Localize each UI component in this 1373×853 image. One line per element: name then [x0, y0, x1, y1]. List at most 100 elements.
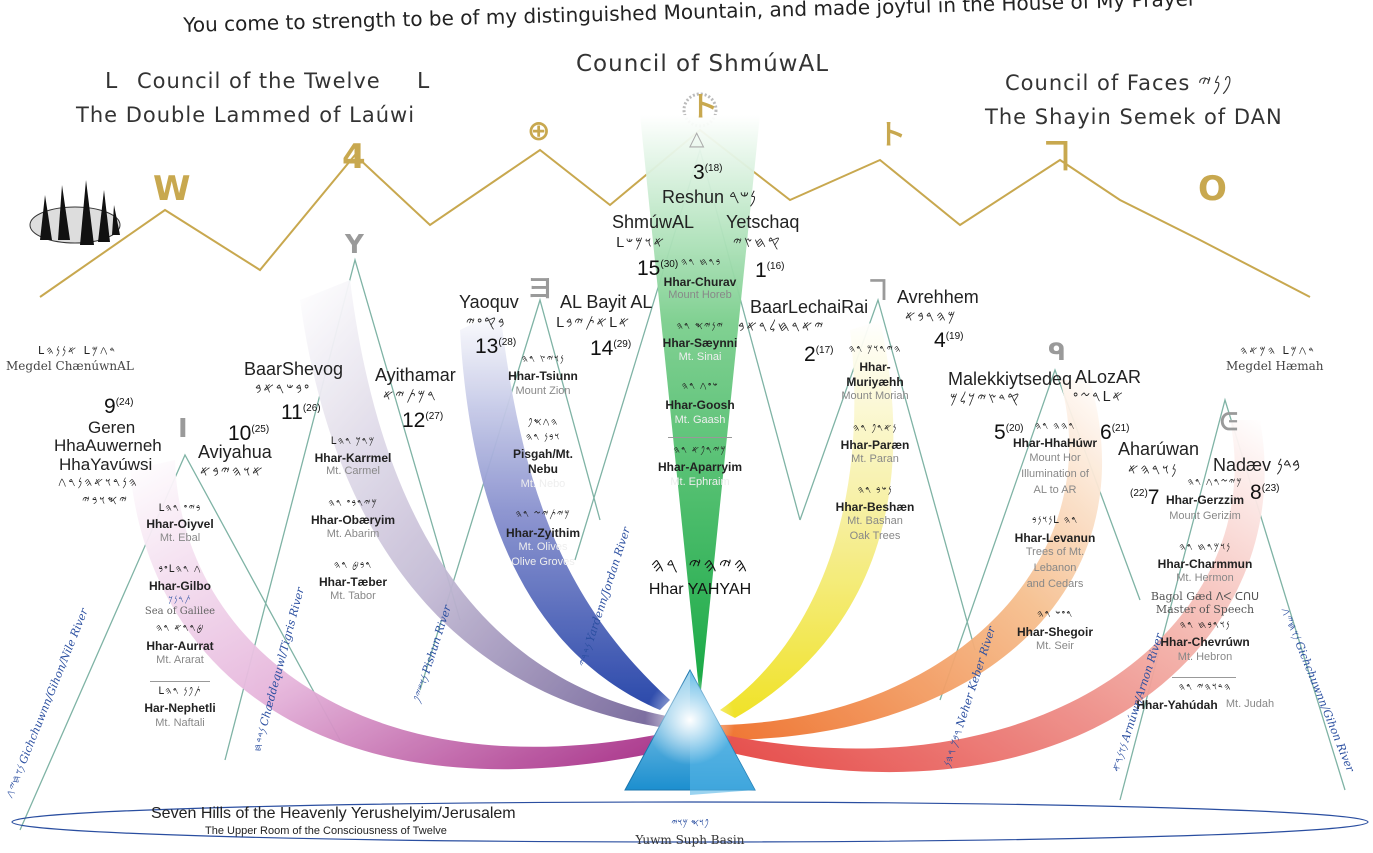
obaeryim-mt: Mt. Abarim	[326, 528, 380, 540]
heading-left-1: Council of the Twelve	[137, 69, 381, 93]
saeynni-mt: Mt. Sinai	[678, 351, 722, 363]
galilee-pal: 𐤕𐤓𐤍𐤊	[168, 594, 192, 604]
taeber-mt: Mt. Tabor	[330, 590, 376, 602]
albayit-number: 14(29)	[590, 337, 632, 360]
nephetli-pal: ᒪ𐤕𐤐𐤍 𐤓𐤄	[158, 686, 202, 697]
lavender-hill-glyph: Y	[345, 230, 364, 260]
baarlechairai-number: 2(17)	[804, 343, 834, 366]
malekkiytsedeq-pal: 𐤒𐤃𐤑𐤉𐤊𐤋𐤌	[950, 391, 1022, 407]
yahudah-hhar: Hhar-Yahúdah	[1136, 698, 1218, 712]
alozar-number: 6(21)	[1100, 421, 1130, 444]
yahudah-mt: Mt. Judah	[1225, 698, 1275, 710]
chevruwn-hhar: Hhar-Chevrúwn	[1160, 635, 1250, 649]
nebu-pal-1: 𐤄𐤂𐤎𐤐	[527, 417, 559, 428]
divider	[668, 437, 732, 438]
aurrat-pal: 𐤈𐤓𐤓𐤀 𐤓𐤄	[155, 623, 205, 634]
goosh-pal: 𐤔𐤏𐤂 𐤓𐤄	[681, 381, 719, 392]
muriyaehh-hhar-2: Muriyæhh	[846, 375, 904, 389]
chevruwn-mt: Mt. Hebron	[1177, 651, 1233, 663]
churav-hhar: Hhar-Churav	[663, 275, 737, 289]
levanun-hhar: Hhar-Levanun	[1014, 531, 1096, 545]
ayithamar-number: 12(27)	[402, 409, 444, 432]
hahuwr-hhar: Hhar-HhaHúwr	[1012, 436, 1097, 450]
geren-number: 9(24)	[104, 395, 134, 418]
charmmun-mt: Mt. Hermon	[1176, 572, 1234, 584]
nadaev-name: Nadæv 𐤁𐤃𐤍	[1213, 455, 1301, 475]
divider	[150, 681, 210, 682]
beshaen-mt-1: Mt. Bashan	[847, 515, 903, 527]
basin-ellipse	[11, 801, 1369, 843]
peak-name: Reshun 𐤍𐤔𐤓	[662, 187, 756, 207]
aharuwan-name: Aharúwan	[1118, 439, 1200, 459]
paraen-mt: Mt. Paran	[851, 453, 899, 465]
baarlechairai-name: BaarLechaiRai	[750, 297, 869, 317]
avrehhem-pal: 𐤌𐤄𐤓𐤁𐤀	[905, 309, 958, 325]
albayit-name: AL Bayit AL	[560, 292, 653, 312]
baarlechairai-pal: 𐤉𐤀𐤓𐤇𐤋𐤓𐤀𐤁	[738, 319, 826, 335]
beshaen-hhar: Hhar-Beshæn	[835, 500, 915, 514]
shegoir-pal: 𐤓𐤏𐤔 𐤓𐤄	[1036, 609, 1074, 620]
aparryim-mt: Mt. Ephraim	[670, 476, 730, 488]
shmuwal-name: ShmúwAL	[612, 212, 695, 232]
orange-hill-glyph: ᑫ	[1048, 338, 1066, 366]
yetschaq-pal: 𐤒𐤇𐤑𐤉	[733, 235, 782, 251]
light-bands	[130, 115, 1265, 773]
churav-mt: Mount Horeb	[668, 289, 732, 301]
levanun-mt-2: Lebanon	[1033, 562, 1077, 574]
nebu-hhar-2: Nebu	[528, 462, 558, 476]
shegoir-mt: Mt. Seir	[1036, 640, 1074, 652]
heading-right-1: Council of Faces 𐤐𐤍𐤉	[1005, 71, 1233, 95]
ridge-letter-5: ト	[878, 118, 907, 151]
yahyah-pal: 𐤄𐤉𐤄𐤉 𐤓𐤄	[650, 553, 750, 577]
nephetli-hhar: Har-Nephetli	[144, 701, 216, 715]
tsiunn-mt: Mount Zion	[515, 385, 571, 397]
right-tower-label: Megdel Hæmah	[1226, 359, 1324, 373]
oiyvel-pal: ᒪ𐤁𐤉𐤏 𐤓𐤄	[158, 503, 202, 514]
ridge-letter-2: 4	[342, 137, 366, 177]
aparryim-hhar: Hhar-Aparryim	[657, 460, 743, 474]
albayit-pal: ᒪ𐤀𐤕𐤉𐤁ᒪ𐤀	[556, 315, 632, 331]
obaeryim-hhar: Hhar-Obæryim	[310, 513, 396, 527]
ridge-letter-7: O	[1198, 169, 1227, 209]
footer-title: Seven Hills of the Heavenly Yerushelyim/…	[151, 805, 516, 822]
yahyah-hhar: Hhar YAHYAH	[648, 581, 752, 598]
zyithim-mt-2: Olive Groves	[511, 556, 575, 568]
taeber-hhar: Hhar-Tæber	[318, 575, 387, 589]
yaoquv-name: Yaoquv	[459, 292, 519, 312]
pyramid	[624, 668, 756, 795]
churav-pal: 𐤁𐤓𐤇 𐤓𐤄	[680, 257, 722, 268]
yetschaq-name: Yetschaq	[726, 212, 800, 232]
charmmun-pal: 𐤍𐤅𐤌𐤓𐤇 𐤓𐤄	[1178, 542, 1232, 553]
shmuwal-pal: ᒪ𐤀𐤅𐤌𐤔	[616, 235, 666, 251]
red-hill-glyph: ᕮ	[1220, 408, 1238, 436]
saeynni-hhar: Hhar-Sæynni	[662, 336, 738, 350]
heading-left-glyph-a: ᒪ	[105, 69, 119, 94]
tsiunn-hhar: Hhar-Tsiunn	[508, 369, 578, 383]
gerzzim-pal: 𐤌𐤉𐤆𐤓𐤂 𐤓𐤄	[1187, 477, 1243, 488]
heading-left-glyph-b: ᒪ	[417, 69, 431, 94]
tsiunn-pal: 𐤍𐤅𐤉𐤑 𐤓𐤄	[521, 354, 565, 365]
zyithim-pal: 𐤌𐤉𐤕𐤉𐤆 𐤓𐤄	[515, 509, 571, 520]
obaeryim-pal: 𐤌𐤉𐤓𐤁𐤏 𐤓𐤄	[328, 498, 378, 509]
alozar-name: ALozAR	[1075, 367, 1142, 387]
paraen-hhar: Hhar-Paræn	[840, 438, 910, 452]
malekkiytsedeq-name: Malekkiytsedeq	[948, 369, 1073, 389]
ridge-letter-4: ト	[690, 90, 719, 123]
aparryim-pal: 𐤌𐤉𐤓𐤐𐤀 𐤓𐤄	[673, 445, 727, 456]
beshaen-pal: 𐤍𐤔𐤁 𐤓𐤄	[857, 485, 893, 496]
karrmel-pal: ᒪ𐤌𐤓𐤊 𐤓𐤄	[330, 436, 376, 447]
pink-hill-glyph: I	[178, 414, 188, 444]
zyithim-hhar: Hhar-Zyithim	[505, 526, 580, 540]
left-tower-pal: ᒪ𐤀𐤍𐤍𐤄 ᒪ𐤃𐤂𐤌	[38, 344, 117, 357]
shmuwal-number: 15(30)	[637, 257, 679, 280]
nadaev-number: 8(23)	[1250, 481, 1280, 504]
baarshevog-number: 11(26)	[281, 401, 321, 424]
ayithamar-name: Ayithamar	[375, 365, 456, 385]
ridge-letter-6: ヿ	[1040, 137, 1074, 177]
ayithamar-pal: 𐤓𐤌𐤕𐤉𐤀	[383, 388, 438, 404]
hahuwr-pal: 𐤓𐤄𐤄 𐤓𐤄	[1034, 421, 1076, 432]
aharuwan-pal: 𐤍𐤅𐤓𐤄𐤀	[1128, 462, 1179, 478]
bagol-line-1: Bagol Gæd ᐱᐸ ᑕᑎᑌ	[1150, 590, 1260, 603]
malekkiytsedeq-number: 5(20)	[994, 421, 1024, 444]
